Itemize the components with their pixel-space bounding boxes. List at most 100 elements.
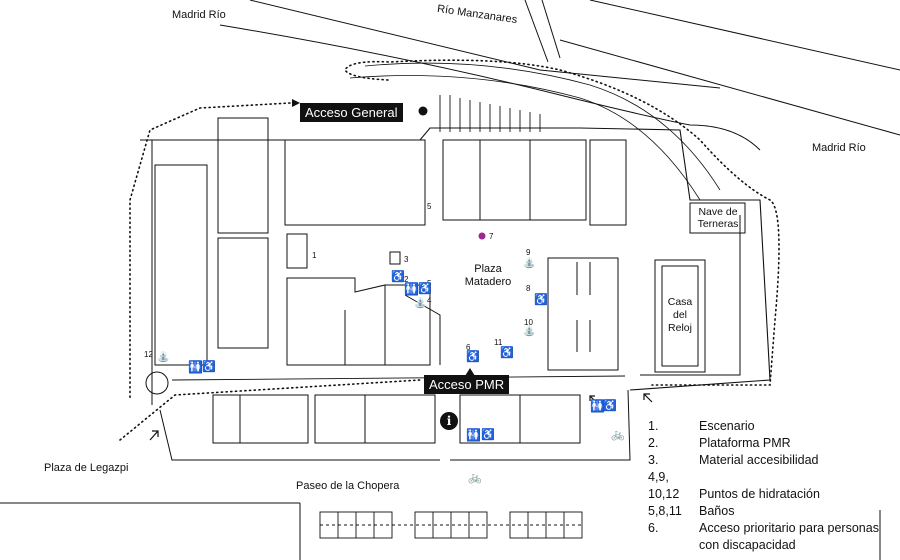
legend-row: 5,8,11 Baños: [648, 503, 900, 520]
nave-terneras: [689, 202, 746, 234]
pmr-pointer: [465, 368, 475, 376]
toilets-icon: 🚻: [404, 282, 419, 296]
bicycle-icon: 🚲: [611, 429, 625, 441]
legend-row: 4,9,: [648, 469, 900, 486]
legend-text: Plataforma PMR: [699, 436, 791, 450]
info-icon: i: [440, 412, 458, 430]
label-paseo-chopera: Paseo de la Chopera: [296, 480, 400, 492]
legend-num: 5,8,11: [648, 504, 682, 518]
marker-3: 3: [404, 255, 409, 264]
fountain-icon: ⛲: [523, 258, 536, 269]
legend-row: 6. Acceso prioritario para personas con d…: [648, 520, 900, 554]
marker-12: 12: [144, 350, 153, 359]
bridge-line-2: [541, 0, 561, 59]
access-dot: [418, 106, 428, 116]
legend-num: 4,9,: [648, 470, 669, 484]
legend: 1. Escenario 2. Plataforma PMR 3. Material …: [648, 418, 900, 554]
marker-6: 6: [466, 343, 471, 352]
legend-text: [699, 469, 900, 486]
legend-row: 10,12 Puntos de hidratación: [648, 486, 900, 503]
stage: [286, 233, 308, 269]
label-madrid-rio-top: Madrid Río: [172, 9, 226, 21]
fountain-icon: ⛲: [157, 352, 170, 363]
legend-row: 2. Plataforma PMR: [648, 435, 900, 452]
marker-10: 10: [524, 318, 533, 327]
badge-acceso-general: Acceso General: [300, 103, 403, 122]
wheelchair-icon: ♿: [481, 429, 495, 441]
legend-row: 3. Material accesibilidad: [648, 452, 900, 469]
river-channel: [349, 75, 701, 201]
building-west: [154, 164, 208, 366]
legend-text: Puntos de hidratación: [699, 487, 820, 501]
river-channel-2: [364, 62, 721, 191]
badge-acceso-pmr: Acceso PMR: [424, 375, 510, 394]
river-edge-right: [589, 0, 900, 71]
route-general: [129, 102, 291, 401]
material-box: [389, 251, 401, 265]
marker-8: 8: [526, 284, 531, 293]
marker-1: 1: [312, 251, 317, 260]
nave-north-2: [442, 139, 481, 221]
marker-5: 5: [427, 202, 432, 211]
legend-num: 6.: [648, 521, 659, 535]
wheelchair-icon: ♿: [202, 361, 216, 373]
building-central-2: [385, 284, 431, 366]
building-east: [547, 257, 619, 371]
building-central-3: [404, 294, 441, 365]
legend-num: 2.: [648, 436, 659, 450]
wheelchair-icon: ♿: [418, 283, 432, 295]
wheelchair-icon: ♿: [391, 271, 405, 283]
toilets-icon: 🚻: [590, 399, 605, 413]
building-west-2: [217, 117, 269, 234]
legend-text: Escenario: [699, 419, 755, 433]
label-madrid-rio-right: Madrid Río: [812, 142, 866, 154]
legend-num: 3.: [648, 453, 659, 467]
arrow-general: [292, 99, 300, 107]
marker-7: 7: [489, 232, 494, 241]
nave-north-3: [479, 139, 531, 221]
casa-del-reloj: [654, 259, 706, 373]
marker-5b: 5: [427, 279, 432, 288]
legend-text: Material accesibilidad: [699, 453, 819, 467]
arrow-sw: [149, 430, 159, 441]
route-river: [344, 59, 780, 386]
legend-text: Acceso prioritario para personas con dis…: [699, 521, 879, 552]
river-edge-right-2: [559, 39, 900, 136]
fountain-icon: ⛲: [523, 326, 536, 337]
south-boundary: [159, 409, 440, 461]
bicycle-icon: 🚲: [468, 472, 482, 484]
label-nave-terneras: Nave de Terneras: [697, 206, 739, 230]
wheelchair-icon: ♿: [500, 347, 514, 359]
legend-num: 1.: [648, 419, 659, 433]
marker-4: 4: [427, 296, 432, 305]
toilets-icon: 🚻: [466, 428, 481, 442]
pmr-path: [171, 375, 626, 381]
label-plaza-legazpi: Plaza de Legazpi: [44, 462, 129, 474]
arrow-se: [643, 393, 653, 403]
marker-11: 11: [494, 338, 503, 347]
marker-9: 9: [526, 248, 531, 257]
river-bank: [219, 24, 761, 151]
legend-num: 10,12: [648, 487, 680, 501]
toilets-icon: 🚻: [188, 360, 203, 374]
wheelchair-icon: ♿: [466, 351, 480, 363]
casa-del-reloj-inner: [661, 265, 699, 367]
perimeter-east: [640, 215, 741, 376]
point-7-dot: [478, 232, 486, 240]
arrow-e: [589, 395, 597, 403]
nave-north-4: [529, 139, 587, 221]
nave-north-5: [589, 139, 627, 226]
legend-row: 1. Escenario: [648, 418, 900, 435]
building-central: [286, 277, 386, 366]
wheelchair-icon: ♿: [534, 294, 548, 306]
fountain-circle: [145, 371, 169, 395]
parking-stalls: [319, 511, 583, 539]
label-casa-reloj: Casa del Reloj: [667, 296, 693, 334]
river-bank-top: [249, 0, 721, 89]
south-boundary-2: [450, 389, 631, 461]
legend-text: Baños: [699, 504, 735, 518]
wheelchair-icon: ♿: [603, 400, 617, 412]
nave-north: [284, 139, 426, 226]
site-perimeter: [140, 127, 771, 391]
